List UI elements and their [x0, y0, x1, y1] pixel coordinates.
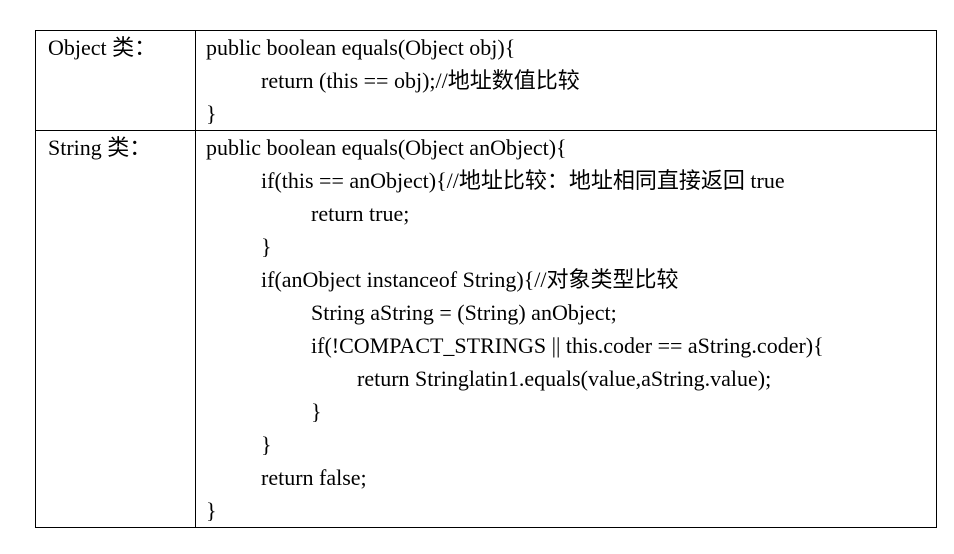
code-line: String aString = (String) anObject;: [311, 300, 617, 325]
code-line: if(!COMPACT_STRINGS || this.coder == aSt…: [311, 333, 824, 358]
code-line: return Stringlatin1.equals(value,aString…: [357, 366, 772, 391]
code-cell: public boolean equals(Object obj){ return…: [196, 31, 936, 130]
code-line: }: [261, 234, 272, 259]
code-line: return false;: [261, 465, 367, 490]
table-row: Object 类： public boolean equals(Object o…: [36, 31, 936, 130]
class-label: Object 类：: [36, 31, 196, 130]
code-line: return true;: [311, 201, 410, 226]
code-line: }: [311, 399, 322, 424]
code-line: }: [206, 498, 217, 523]
code-line: }: [206, 101, 217, 126]
code-cell: public boolean equals(Object anObject){ i…: [196, 131, 936, 527]
code-line: return (this == obj);//地址数值比较: [261, 68, 580, 93]
code-line: if(anObject instanceof String){//对象类型比较: [261, 267, 679, 292]
table-row: String 类： public boolean equals(Object a…: [36, 130, 936, 527]
equals-comparison-table: Object 类： public boolean equals(Object o…: [35, 30, 937, 528]
code-line: }: [261, 432, 272, 457]
code-line: if(this == anObject){//地址比较：地址相同直接返回 tru…: [261, 168, 785, 193]
class-label: String 类：: [36, 131, 196, 527]
code-line: public boolean equals(Object anObject){: [206, 135, 567, 160]
code-line: public boolean equals(Object obj){: [206, 35, 516, 60]
